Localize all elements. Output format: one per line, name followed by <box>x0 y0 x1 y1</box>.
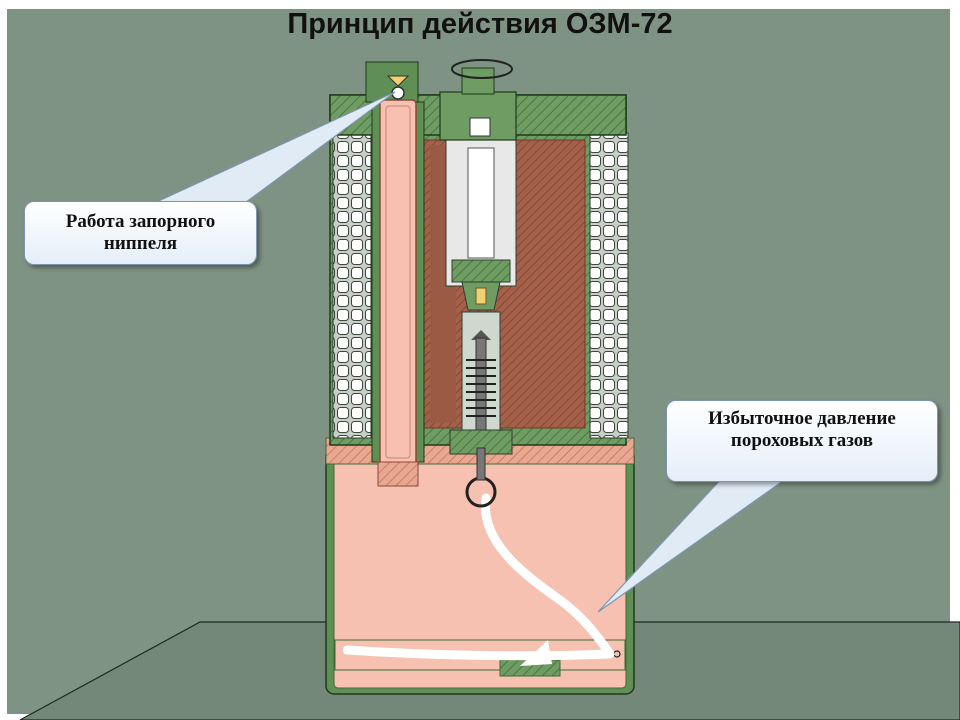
expelling-charge-tube <box>365 61 425 487</box>
callout-left-line-1: Работа запорного <box>65 211 216 232</box>
fragment-column-left <box>332 132 372 439</box>
fuse-ring <box>451 59 513 79</box>
page-title: Принцип действия ОЗМ-72 <box>287 8 673 40</box>
gas-flow-arrow <box>520 640 552 666</box>
callout-left-line-2: ниппеля <box>103 233 178 254</box>
fragment-column-right <box>589 132 629 439</box>
callout-gas-pressure: Избыточное давление пороховых газов <box>666 400 938 482</box>
callout-right-line-2: пороховых газов <box>730 430 874 451</box>
callout-right-line-1: Избыточное давление <box>708 408 896 429</box>
callout-locking-nipple: Работа запорного ниппеля <box>24 201 257 265</box>
gas-flow-path <box>342 493 615 661</box>
